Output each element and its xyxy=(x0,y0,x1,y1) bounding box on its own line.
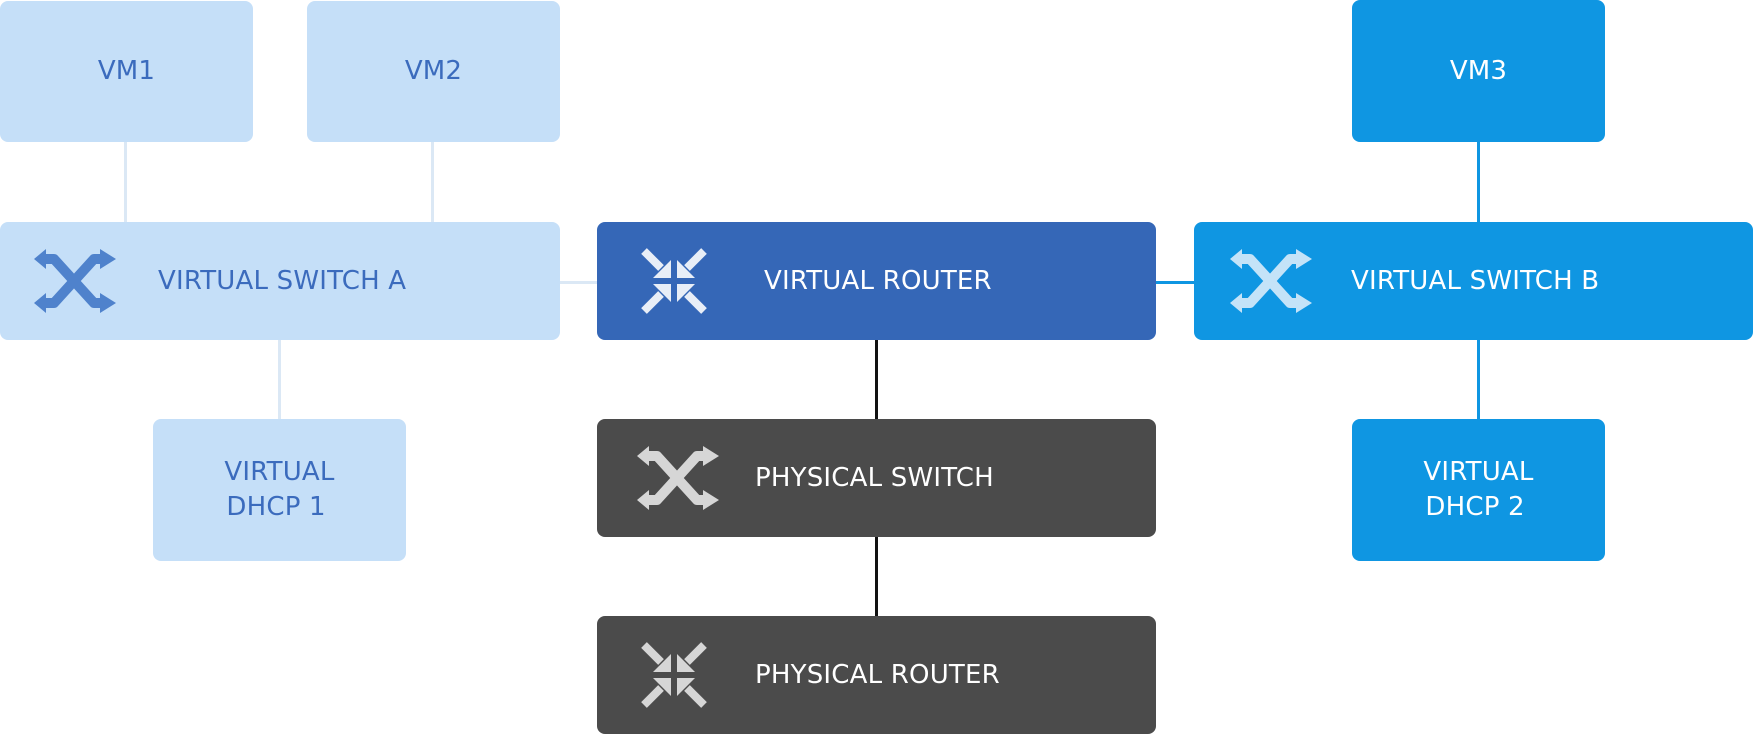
vm3-label: VM3 xyxy=(1449,55,1508,86)
link-router-physical-switch xyxy=(875,339,878,420)
physical-switch-label: PHYSICAL SWITCH xyxy=(755,463,994,493)
link-router-switch-b xyxy=(1156,281,1194,284)
switch-icon xyxy=(1230,249,1314,313)
link-vm1-switch-a xyxy=(124,141,127,223)
link-switch-a-dhcp1 xyxy=(278,339,281,420)
router-icon xyxy=(641,248,707,314)
link-vm3-switch-b xyxy=(1477,141,1480,223)
physical-router-label: PHYSICAL ROUTER xyxy=(755,660,1000,690)
vm2-node[interactable]: VM2 xyxy=(307,1,560,142)
virtual-switch-a-node[interactable]: VIRTUAL SWITCH A xyxy=(0,222,560,340)
switch-icon xyxy=(637,446,721,510)
physical-router-node[interactable]: PHYSICAL ROUTER xyxy=(597,616,1156,734)
virtual-router-label: VIRTUAL ROUTER xyxy=(764,266,992,296)
virtual-dhcp-2-label: VIRTUAL DHCP 2 xyxy=(1423,455,1533,525)
virtual-dhcp-2-line1: VIRTUAL xyxy=(1423,457,1534,487)
link-switch-b-dhcp2 xyxy=(1477,339,1480,420)
virtual-router-node[interactable]: VIRTUAL ROUTER xyxy=(597,222,1156,340)
virtual-dhcp-1-line2: DHCP 1 xyxy=(226,492,326,522)
virtual-dhcp-2-node[interactable]: VIRTUAL DHCP 2 xyxy=(1352,419,1605,561)
physical-switch-node[interactable]: PHYSICAL SWITCH xyxy=(597,419,1156,537)
virtual-dhcp-1-label: VIRTUAL DHCP 1 xyxy=(224,455,334,525)
switch-icon xyxy=(34,249,118,313)
virtual-dhcp-1-node[interactable]: VIRTUAL DHCP 1 xyxy=(153,419,406,561)
virtual-dhcp-1-line1: VIRTUAL xyxy=(224,457,335,487)
vm2-label: VM2 xyxy=(404,56,463,86)
link-switch-a-router xyxy=(560,281,597,284)
router-icon xyxy=(641,642,707,708)
virtual-switch-b-node[interactable]: VIRTUAL SWITCH B xyxy=(1194,222,1753,340)
virtual-switch-a-label: VIRTUAL SWITCH A xyxy=(158,266,407,296)
virtual-dhcp-2-line2: DHCP 2 xyxy=(1425,492,1525,522)
vm1-label: VM1 xyxy=(97,56,156,86)
link-vm2-switch-a xyxy=(431,141,434,223)
virtual-switch-b-label: VIRTUAL SWITCH B xyxy=(1351,266,1600,296)
vm1-node[interactable]: VM1 xyxy=(0,1,253,142)
link-physical-switch-physical-router xyxy=(875,536,878,617)
vm3-node[interactable]: VM3 xyxy=(1352,0,1605,142)
